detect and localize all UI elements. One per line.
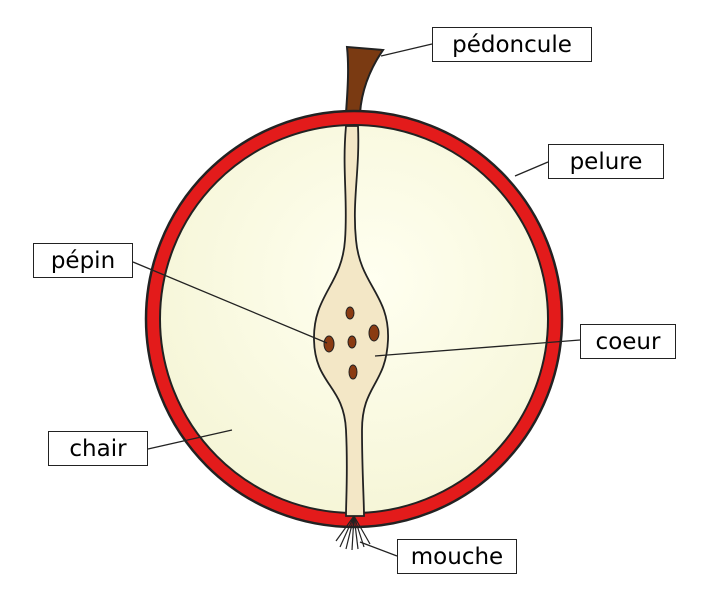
apple-core bbox=[313, 125, 389, 517]
seed bbox=[347, 335, 357, 349]
label-coeur: coeur bbox=[580, 324, 676, 359]
label-pelure: pelure bbox=[548, 144, 664, 179]
seed bbox=[323, 335, 335, 353]
label-mouche: mouche bbox=[397, 539, 517, 574]
label-chair: chair bbox=[48, 431, 148, 466]
leader-line-coeur bbox=[374, 339, 581, 357]
leader-line-pedoncule bbox=[380, 43, 433, 57]
leader-line-mouche bbox=[359, 541, 398, 557]
seed bbox=[348, 364, 358, 380]
seed bbox=[368, 324, 380, 342]
label-pedoncule: pédoncule bbox=[432, 27, 592, 62]
seed bbox=[345, 306, 355, 320]
label-pepin: pépin bbox=[33, 243, 133, 278]
leader-lines bbox=[132, 43, 581, 557]
apple-stem bbox=[344, 45, 385, 114]
apple-calyx bbox=[335, 515, 371, 551]
leader-line-pepin bbox=[132, 261, 328, 344]
leader-line-chair bbox=[147, 429, 233, 450]
leader-line-pelure bbox=[514, 161, 549, 177]
apple-seeds bbox=[323, 306, 380, 380]
